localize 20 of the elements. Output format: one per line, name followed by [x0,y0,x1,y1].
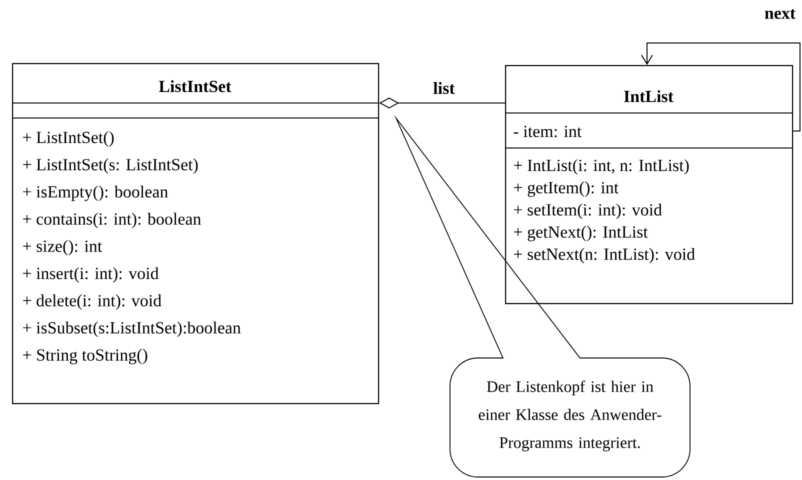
attribute-text: - item: int [514,126,582,138]
method-signature: + ListIntSet(s: ListIntSet) [23,158,198,174]
method-signature: + setNext(n: IntList): void [514,248,695,264]
self-association-arrow [641,42,800,132]
method-signature: + IntList(i: int, n: IntList) [514,159,689,175]
method-signature: + getNext(): IntList [514,226,648,242]
method-signature: + insert(i: int): void [23,267,159,283]
method-signature: + size(): int [23,240,102,256]
class-name: ListIntSet [158,80,232,92]
edge-label: list [432,81,456,95]
method-signature: + contains(i: int): boolean [23,212,202,228]
method-signature: + setItem(i: int): void [514,204,662,220]
method-signature: + isSubset(s:ListIntSet):boolean [23,322,241,338]
method-signature: + isEmpty(): boolean [23,186,168,202]
edge-label: next [763,8,797,20]
method-signature: + ListIntSet() [23,131,114,147]
method-signature: + String toString() [23,348,148,364]
method-signature: + delete(i: int): void [23,294,162,310]
class-name: IntList [624,90,674,102]
method-signature: + getItem(): int [514,181,619,197]
